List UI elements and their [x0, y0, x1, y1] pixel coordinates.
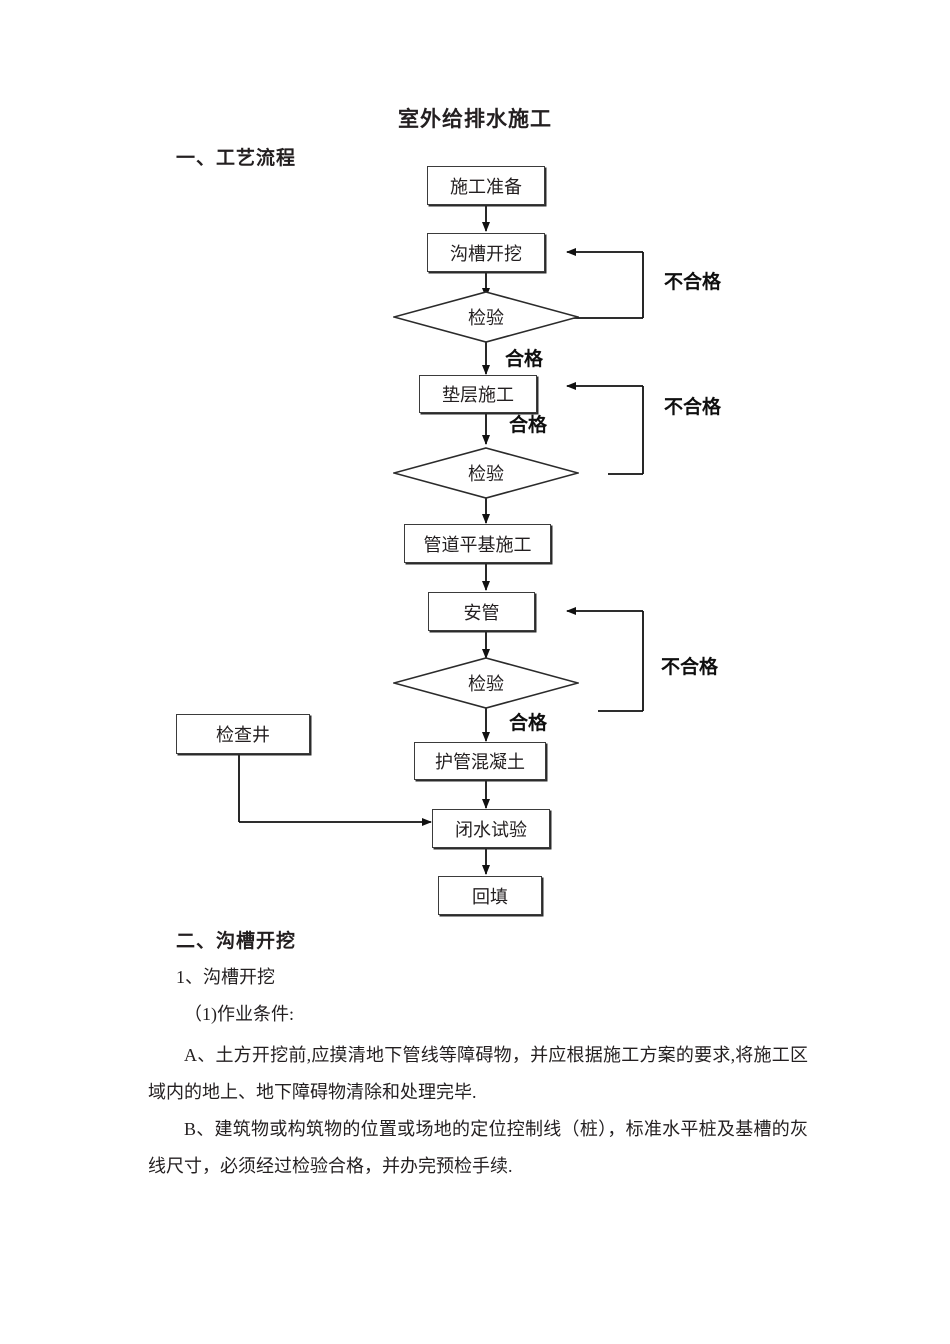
flow-node-pipe-installation[interactable]: 安管	[428, 592, 535, 631]
flow-node-label: 检验	[468, 464, 504, 484]
flow-decision-inspection-2[interactable]: 检验	[393, 447, 579, 499]
page-title: 室外给排水施工	[398, 107, 552, 131]
flow-node-label: 回填	[472, 886, 508, 907]
edge-label-fail-3: 不合格	[661, 656, 719, 678]
flow-decision-inspection-1[interactable]: 检验	[393, 291, 579, 343]
flow-node-label: 垫层施工	[442, 385, 514, 405]
flow-node-label: 检验	[468, 308, 504, 328]
edge-label-pass-3: 合格	[509, 712, 548, 734]
flow-node-label: 检验	[468, 674, 504, 694]
flow-node-pipe-base-construction[interactable]: 管道平基施工	[404, 524, 551, 563]
flow-decision-inspection-3[interactable]: 检验	[393, 657, 579, 709]
flow-node-label: 安管	[463, 602, 500, 623]
flow-node-trench-excavation[interactable]: 沟槽开挖	[427, 233, 545, 272]
flow-node-label: 闭水试验	[455, 819, 527, 840]
flow-node-water-tightness-test[interactable]: 闭水试验	[432, 809, 550, 848]
flow-node-label: 施工准备	[450, 176, 522, 197]
edge-label-fail-1: 不合格	[664, 271, 722, 293]
flow-node-pipe-protection-concrete[interactable]: 护管混凝土	[414, 742, 546, 780]
flow-node-label: 护管混凝土	[435, 752, 525, 772]
flow-node-label: 管道平基施工	[423, 534, 532, 555]
edge-label-pass-1: 合格	[505, 348, 544, 370]
section-heading-process-flow: 一、工艺流程	[176, 148, 297, 169]
flow-node-construction-preparation[interactable]: 施工准备	[427, 166, 545, 205]
flow-node-label: 沟槽开挖	[450, 243, 522, 264]
flow-node-inspection-well[interactable]: 检查井	[176, 714, 310, 754]
body-item-number: 1、沟槽开挖	[176, 967, 275, 987]
edge-label-fail-2: 不合格	[664, 396, 722, 418]
flow-node-backfill[interactable]: 回填	[438, 876, 542, 915]
edge-label-pass-2: 合格	[509, 414, 548, 436]
flow-node-label: 检查井	[216, 725, 270, 745]
body-paragraph-b: B、建筑物或构筑物的位置或场地的定位控制线（桩），标准水平桩及基槽的灰线尺寸，必…	[148, 1119, 808, 1176]
body-paragraph-a: A、土方开挖前,应摸清地下管线等障碍物，并应根据施工方案的要求,将施工区域内的地…	[148, 1045, 808, 1102]
section-heading-trench-excavation: 二、沟槽开挖	[176, 931, 297, 952]
body-condition-label: （1)作业条件:	[184, 1004, 294, 1024]
flow-node-bedding-construction[interactable]: 垫层施工	[419, 375, 537, 413]
